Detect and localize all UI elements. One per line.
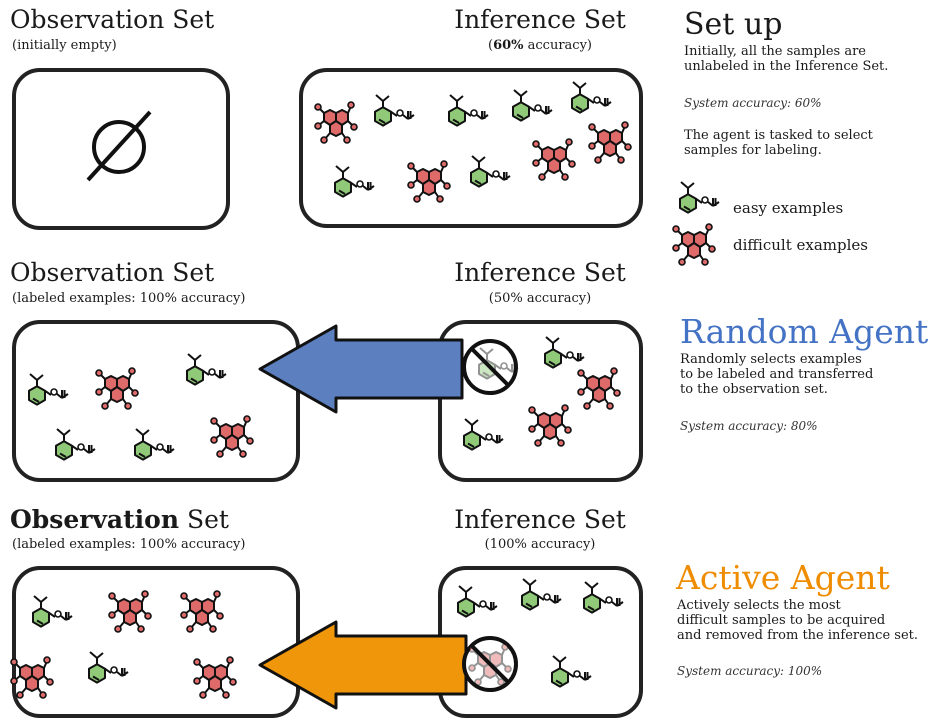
easy-molecule-icon [186, 353, 227, 386]
observation-set-subtitle-3: (labeled examples: 100% accuracy) [12, 537, 246, 552]
random-agent-arrow [258, 324, 464, 414]
no-entry-icon [462, 339, 519, 395]
active-agent-line-3: and removed from the inference set. [677, 628, 919, 643]
active-agent-arrow [258, 620, 468, 710]
difficult-molecule-icon [577, 367, 621, 410]
easy-molecule-icon [583, 581, 624, 614]
setup-line-1: Initially, all the samples are [684, 44, 866, 59]
easy-molecule-icon [334, 165, 375, 198]
setup-line-2: unlabeled in the Inference Set. [684, 59, 889, 74]
inference-set-box-1 [299, 68, 643, 228]
random-agent-description: Randomly selects examples to be labeled … [680, 352, 930, 397]
easy-molecule-icon [448, 94, 489, 127]
inference-set-subtitle-2: (50% accuracy) [488, 291, 592, 306]
setup-task-line-2: samples for labeling. [684, 143, 822, 158]
observation-set-box-1 [12, 68, 230, 230]
active-agent-accuracy: System accuracy: 100% [677, 664, 823, 678]
legend-difficult-molecule-icon [672, 223, 716, 266]
inference-set-title-3: Inference Set [454, 505, 626, 534]
observation-set-title-2: Observation Set [10, 258, 215, 287]
random-agent-line-2: to be labeled and transferred [680, 367, 874, 382]
legend-easy-label: easy examples [733, 199, 844, 217]
observation-set-title-1: Observation Set [10, 5, 215, 34]
easy-molecule-icon [551, 655, 592, 688]
difficult-molecule-icon [193, 656, 237, 699]
difficult-molecule-icon [407, 160, 451, 203]
easy-molecule-icon [521, 578, 562, 611]
easy-molecule-icon [374, 94, 415, 127]
easy-molecule-icon [28, 373, 69, 406]
observation-set-box-3 [12, 566, 300, 718]
difficult-molecule-icon [95, 367, 139, 410]
random-agent-title: Random Agent [680, 312, 929, 351]
difficult-molecule-icon [210, 415, 254, 458]
setup-accuracy: System accuracy: 60% [684, 96, 822, 110]
observation-set-molecules-2 [28, 353, 254, 461]
easy-molecule-icon [470, 155, 511, 188]
inference-set-title-2: Inference Set [454, 258, 626, 287]
difficult-molecule-icon [10, 656, 54, 699]
observation-set-subtitle-2: (labeled examples: 100% accuracy) [12, 291, 246, 306]
active-agent-line-2: difficult samples to be acquired [677, 613, 886, 628]
easy-molecule-icon [463, 418, 504, 451]
observation-set-subtitle-1: (initially empty) [12, 38, 117, 53]
setup-task: The agent is tasked to select samples fo… [684, 128, 929, 158]
inference-set-subtitle-1: (60% accuracy) [487, 38, 592, 53]
empty-set-icon [86, 110, 152, 182]
inference-set-molecules-1 [314, 81, 632, 203]
active-agent-title: Active Agent [676, 558, 890, 597]
random-agent-line-3: to the observation set. [680, 382, 828, 397]
difficult-molecule-icon [180, 590, 224, 633]
active-agent-description: Actively selects the most difficult samp… [677, 598, 933, 643]
easy-molecule-icon [55, 428, 96, 461]
active-agent-line-1: Actively selects the most [677, 598, 841, 613]
observation-set-molecules-3 [10, 590, 237, 699]
difficult-molecule-icon [532, 138, 576, 181]
setup-description: Initially, all the samples are unlabeled… [684, 44, 929, 74]
difficult-molecule-icon [314, 101, 358, 144]
difficult-molecule-icon [108, 590, 152, 633]
inference-set-subtitle-3: (100% accuracy) [484, 537, 596, 552]
inference-set-box-3 [438, 566, 643, 718]
setup-task-line-1: The agent is tasked to select [684, 128, 873, 143]
legend-difficult-label: difficult examples [733, 236, 868, 254]
easy-molecule-icon [134, 428, 175, 461]
easy-molecule-icon [88, 651, 129, 684]
easy-molecule-icon [32, 595, 73, 628]
easy-molecule-icon [512, 89, 553, 122]
no-entry-icon [462, 636, 518, 692]
inference-set-title-1: Inference Set [454, 5, 626, 34]
difficult-molecule-icon [528, 404, 572, 447]
random-agent-line-1: Randomly selects examples [680, 352, 862, 367]
setup-title: Set up [684, 7, 783, 42]
random-agent-accuracy: System accuracy: 80% [680, 419, 818, 433]
easy-molecule-icon [457, 585, 498, 618]
observation-set-title-3: Observation Set [10, 505, 229, 534]
easy-molecule-icon [571, 81, 612, 114]
easy-molecule-icon [544, 336, 585, 369]
legend-easy-molecule-icon [679, 181, 720, 214]
difficult-molecule-icon [588, 121, 632, 164]
